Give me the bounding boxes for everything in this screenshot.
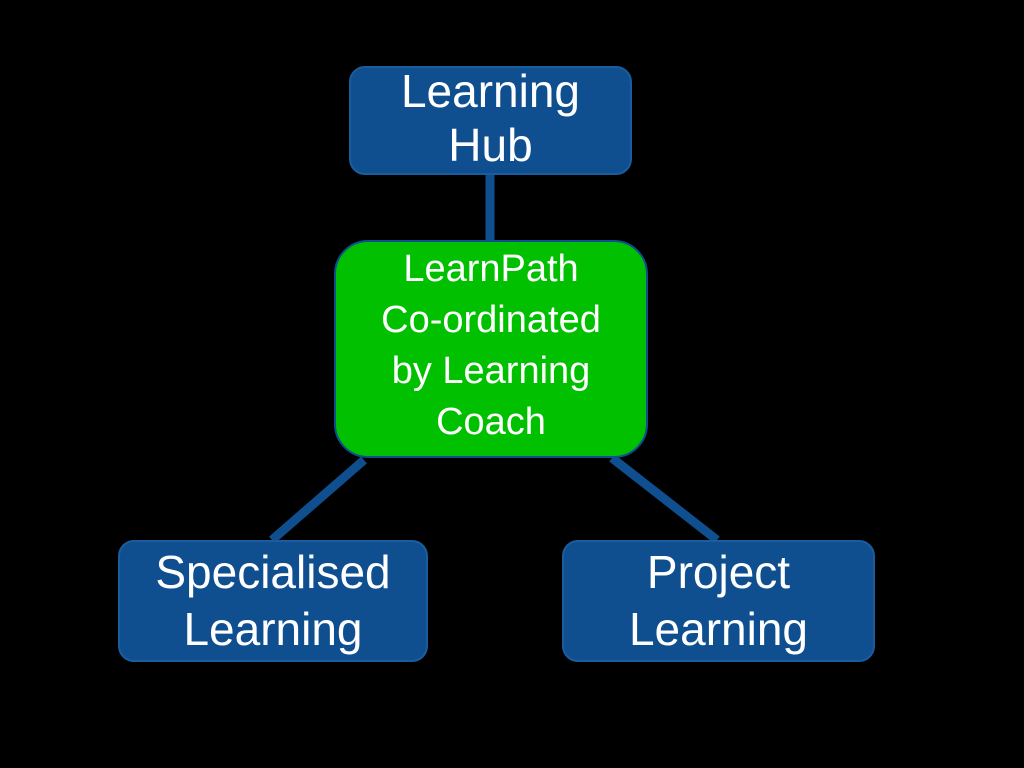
- specialised-learning-node: Specialised Learning: [118, 540, 428, 662]
- learning-hub-node: Learning Hub: [349, 64, 632, 175]
- project-learning-node: Project Learning: [562, 540, 875, 662]
- specialised-learning-label: Specialised Learning: [155, 546, 391, 655]
- learnpath-label: LearnPath Co-ordinated by Learning Coach: [381, 248, 601, 443]
- project-learning-label: Project Learning: [628, 546, 809, 655]
- connector-center-to-specialised: [269, 456, 367, 544]
- learning-hub-label: Learning Hub: [400, 64, 581, 171]
- connector-center-to-project: [609, 454, 720, 544]
- learnpath-node: LearnPath Co-ordinated by Learning Coach: [334, 240, 648, 458]
